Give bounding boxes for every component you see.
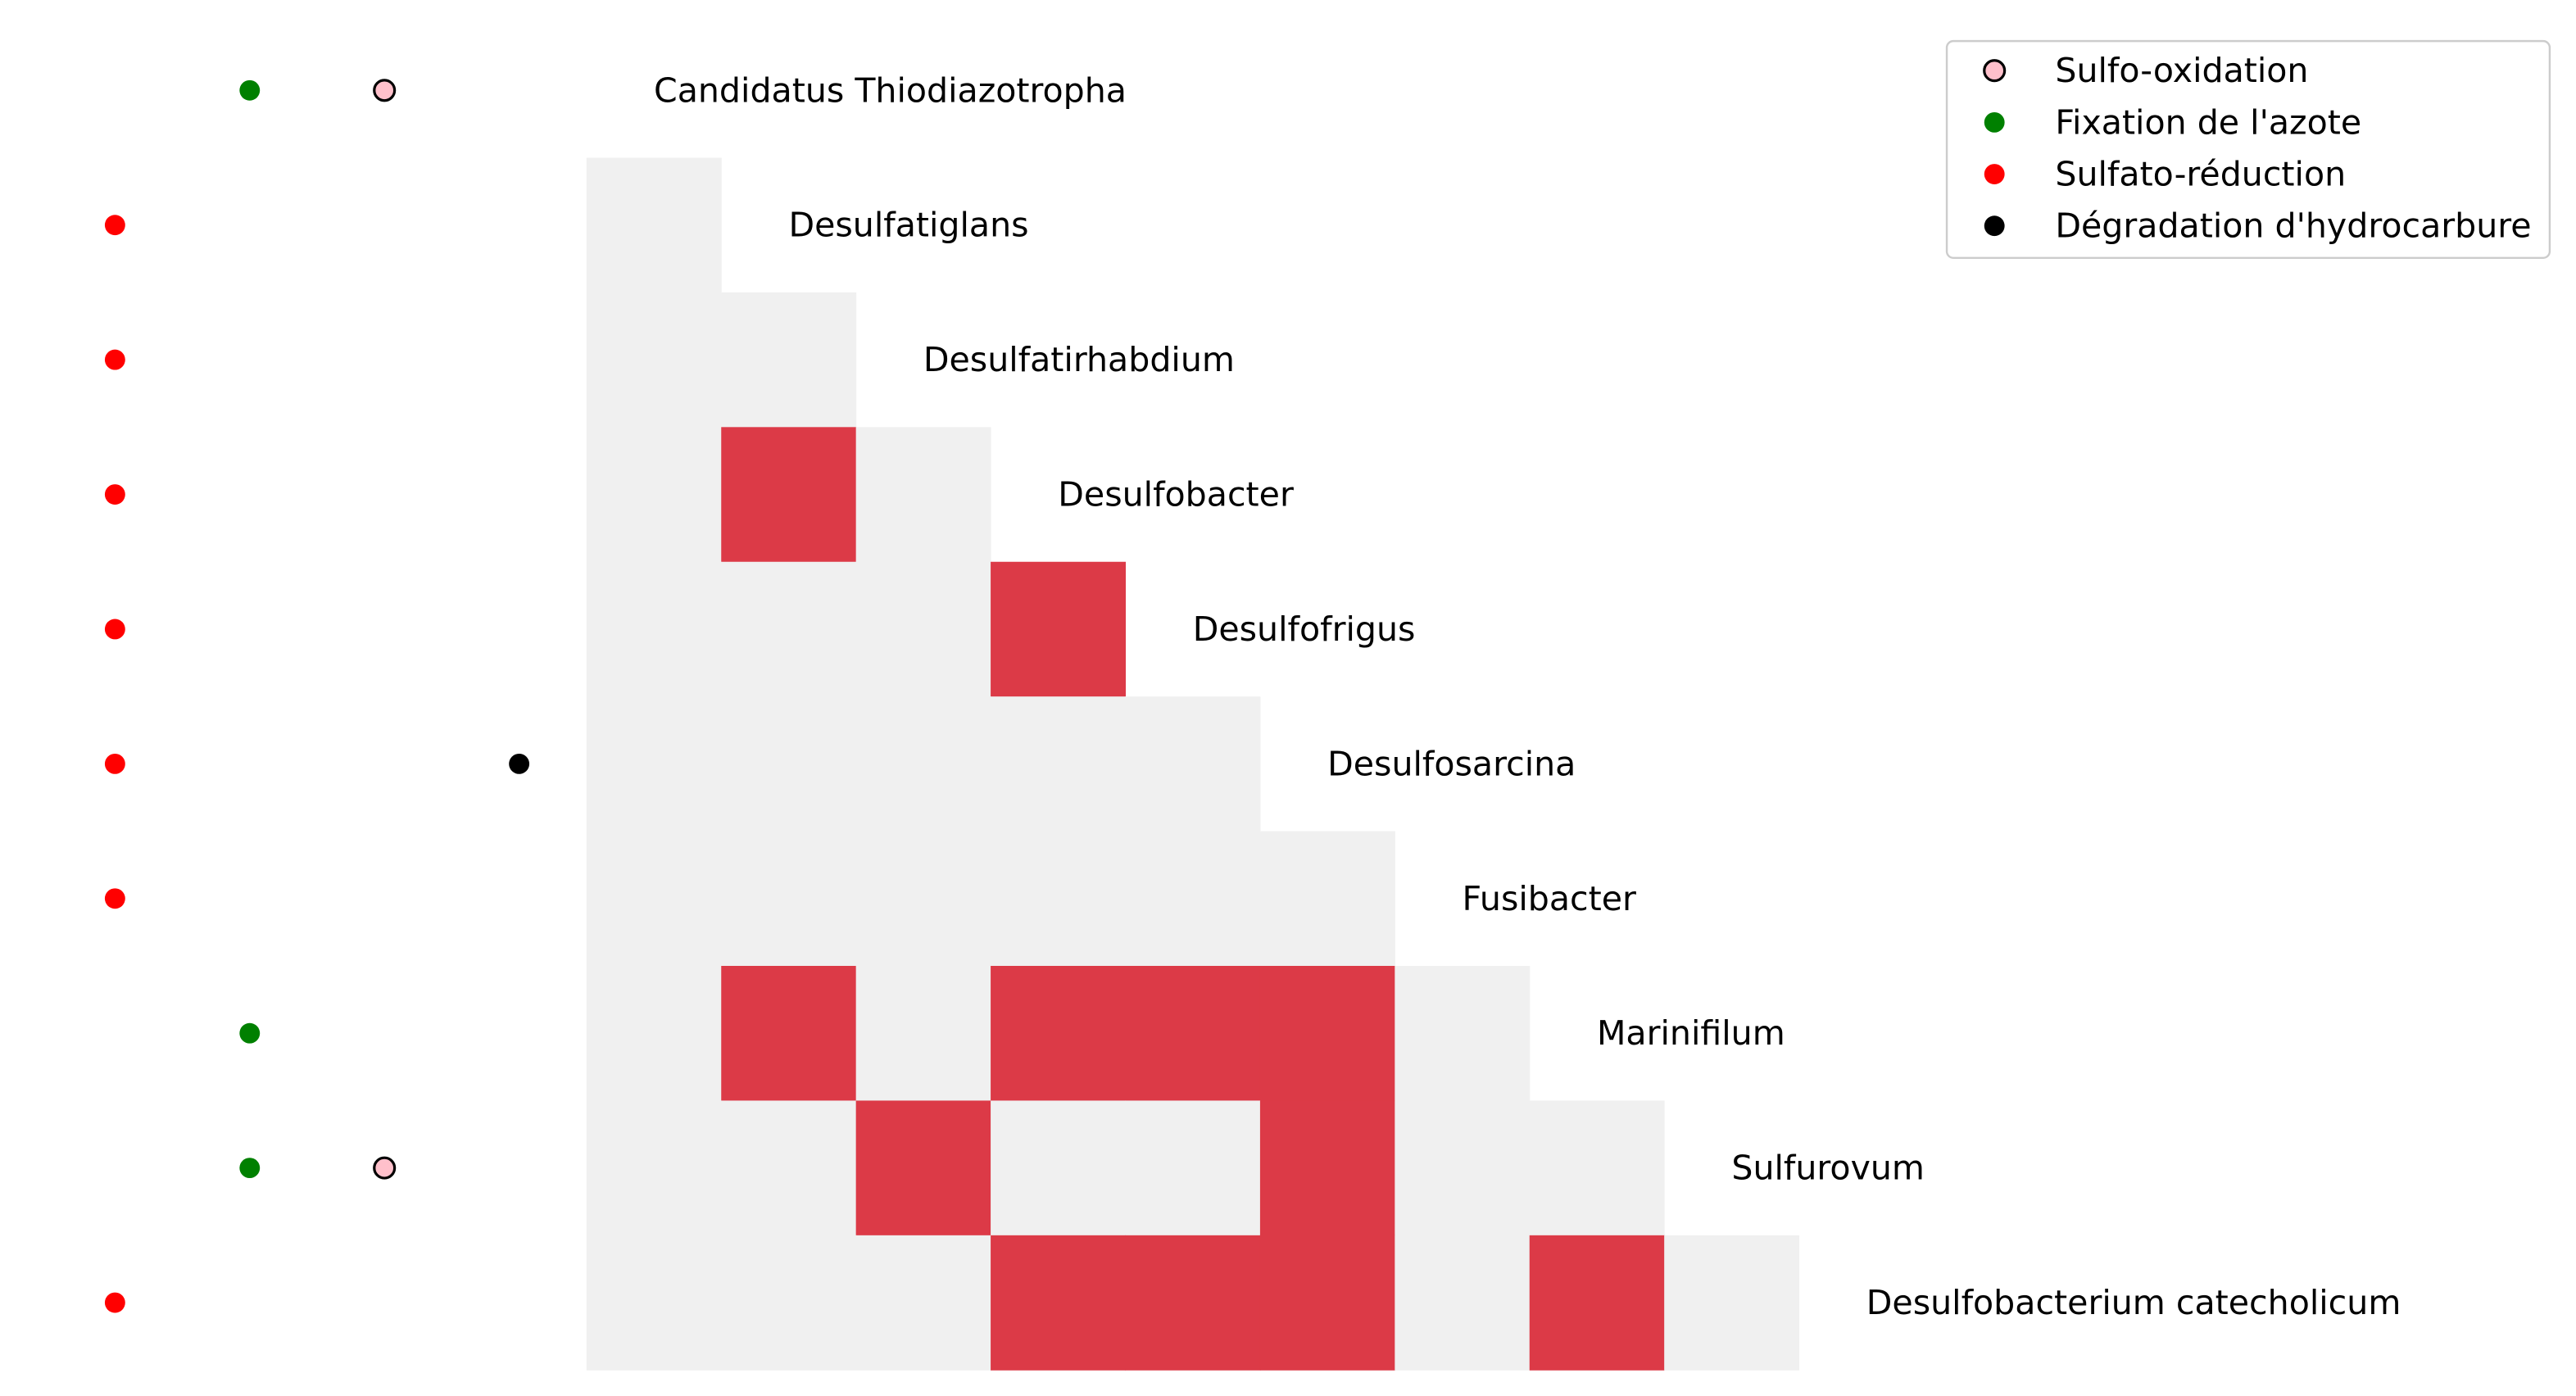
heatmap-cell xyxy=(586,157,722,293)
legend-marker xyxy=(1984,111,2005,133)
heatmap-cell xyxy=(991,561,1126,697)
legend-box xyxy=(1945,39,2551,260)
legend-marker xyxy=(1983,59,2007,83)
legend-label: Sulfo-oxidation xyxy=(2055,51,2308,90)
heatmap-cell xyxy=(855,696,991,832)
heatmap-cell xyxy=(991,1235,1126,1371)
function-dot xyxy=(104,1292,125,1313)
heatmap-cell xyxy=(721,427,857,563)
heatmap-cell xyxy=(586,427,722,563)
heatmap-cell xyxy=(1125,966,1261,1101)
heatmap-cell xyxy=(586,1100,722,1236)
legend-marker xyxy=(1984,164,2005,184)
heatmap-cell xyxy=(721,696,857,832)
heatmap-cell xyxy=(1259,831,1395,967)
function-dot xyxy=(104,619,125,640)
legend-marker xyxy=(1984,215,2005,237)
heatmap-cell xyxy=(1125,1235,1261,1371)
function-dot xyxy=(373,79,397,102)
heatmap-cell xyxy=(1125,696,1261,832)
genus-labels: Candidatus ThiodiazotrophaDesulfatiglans… xyxy=(654,70,2401,1322)
genus-label: Desulfatirhabdium xyxy=(923,340,1235,379)
heatmap-cell xyxy=(586,966,722,1101)
function-dots xyxy=(104,79,530,1313)
function-dot xyxy=(509,753,530,774)
heatmap-cell xyxy=(991,696,1126,832)
function-dot xyxy=(239,1158,261,1179)
function-dot xyxy=(104,484,125,505)
heatmap-cell xyxy=(1529,1235,1665,1371)
heatmap-cell xyxy=(855,831,991,967)
heatmap-cell xyxy=(721,831,857,967)
heatmap-cell xyxy=(991,966,1126,1101)
heatmap-cells xyxy=(586,157,1800,1371)
heatmap-cell xyxy=(721,1235,857,1371)
genus-label: Desulfobacter xyxy=(1058,475,1294,514)
heatmap-cell xyxy=(1259,966,1395,1101)
function-dot xyxy=(104,349,125,370)
heatmap-cell xyxy=(586,292,722,428)
function-dot xyxy=(373,1156,397,1180)
heatmap-cell xyxy=(991,831,1126,967)
heatmap-cell xyxy=(1395,966,1531,1101)
genus-label: Desulfobacterium catecholicum xyxy=(1866,1283,2401,1322)
heatmap-cell xyxy=(1259,1235,1395,1371)
genus-label: Fusibacter xyxy=(1463,879,1637,918)
legend-label: Fixation de l'azote xyxy=(2055,102,2361,142)
heatmap-cell xyxy=(1529,1100,1665,1236)
heatmap-cell xyxy=(1125,1100,1261,1236)
genus-label: Marinifilum xyxy=(1597,1013,1785,1053)
function-dot xyxy=(239,79,261,101)
legend-label: Dégradation d'hydrocarbure xyxy=(2055,206,2531,246)
legend-label: Sulfato-réduction xyxy=(2055,155,2346,194)
heatmap-cell xyxy=(586,696,722,832)
heatmap-cell xyxy=(586,561,722,697)
heatmap-cell xyxy=(855,427,991,563)
heatmap-cell xyxy=(586,831,722,967)
heatmap-cell xyxy=(855,1100,991,1236)
heatmap-cell xyxy=(855,966,991,1101)
heatmap-cell xyxy=(1259,1100,1395,1236)
heatmap-cell xyxy=(855,1235,991,1371)
function-dot xyxy=(104,888,125,909)
heatmap-cell xyxy=(721,292,857,428)
genus-label: Desulfosarcina xyxy=(1327,744,1576,783)
function-dot xyxy=(239,1022,261,1044)
genus-label: Sulfurovum xyxy=(1731,1149,1925,1188)
genus-label: Desulfatiglans xyxy=(788,206,1028,245)
function-dot xyxy=(104,753,125,774)
heatmap-cell xyxy=(586,1235,722,1371)
genus-label: Candidatus Thiodiazotropha xyxy=(654,70,1127,110)
heatmap-cell xyxy=(721,1100,857,1236)
heatmap-cell xyxy=(855,561,991,697)
heatmap-cell xyxy=(1664,1235,1800,1371)
function-dot xyxy=(104,215,125,236)
heatmap-cell xyxy=(721,561,857,697)
heatmap-cell xyxy=(1395,1235,1531,1371)
heatmap-cell xyxy=(1125,831,1261,967)
genus-label: Desulfofrigus xyxy=(1193,610,1416,649)
heatmap-cell xyxy=(721,966,857,1101)
heatmap-cell xyxy=(1395,1100,1531,1236)
heatmap-cell xyxy=(991,1100,1126,1236)
